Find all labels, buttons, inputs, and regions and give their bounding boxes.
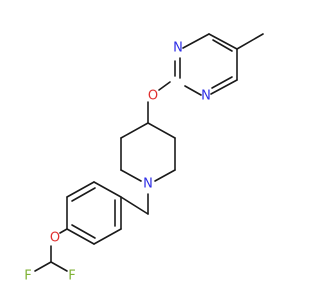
piperidine-ring [120, 122, 176, 182]
bond [71, 187, 96, 202]
atom-f-right: F [68, 269, 75, 284]
bond [93, 228, 122, 245]
bond [66, 181, 95, 198]
bond [184, 85, 202, 96]
bond [182, 33, 210, 49]
bond [50, 261, 68, 272]
bond [158, 81, 171, 91]
atom-n-pyrimidine-top: N [173, 41, 183, 56]
bond [59, 228, 68, 234]
atom-n-piperidine: N [143, 177, 153, 192]
atom-o-aryl: O [50, 231, 60, 246]
atom-f-left: F [24, 269, 31, 284]
molecule-canvas: N N O N O F F [24, 33, 264, 284]
bond [34, 261, 52, 272]
structure-diagram: N N O N O F F [24, 33, 264, 284]
bond [208, 33, 238, 50]
atom-o-ether: O [148, 89, 158, 104]
bond [147, 122, 176, 139]
atom-n-pyrimidine-bottom: N [201, 89, 211, 104]
bond [212, 39, 233, 52]
pyrimidine-ring [174, 33, 264, 96]
bond [236, 33, 264, 50]
bond [120, 122, 149, 139]
benzene-ring [66, 181, 122, 245]
bond [120, 196, 149, 215]
bond [154, 169, 176, 182]
bond [93, 181, 122, 198]
bond [66, 228, 95, 245]
bond [71, 224, 96, 239]
bond [120, 169, 142, 182]
bond [211, 76, 233, 89]
bond [210, 79, 238, 95]
